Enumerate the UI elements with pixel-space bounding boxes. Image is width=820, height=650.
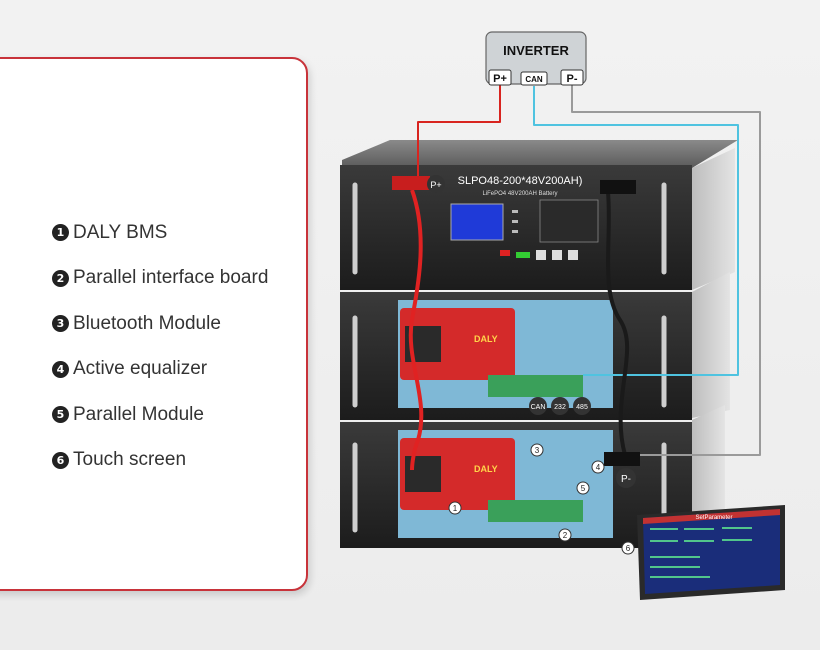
bms-brand-upper: DALY [474, 334, 498, 344]
callout-markers: 1 2 3 4 5 6 [448, 443, 635, 555]
port-232-label: 232 [554, 404, 566, 411]
legend-label: Touch screen [73, 449, 187, 471]
negative-terminal-lower [604, 452, 640, 466]
legend-item-active-equalizer: 4 Active equalizer [52, 347, 268, 393]
legend-label: Parallel interface board [73, 267, 269, 289]
battery-pos-link [408, 189, 424, 471]
cabinet-side [692, 272, 730, 418]
legend-item-daly-bms: 1 DALY BMS [52, 210, 268, 256]
front-ports [500, 250, 578, 260]
callout-5 [576, 481, 590, 495]
callout-1-label: 1 [453, 504, 458, 513]
handles [352, 182, 667, 533]
battery-neg-link [606, 191, 630, 456]
positive-cable [417, 84, 501, 178]
legend-list: 1 DALY BMS 2 Parallel interface board 3 … [52, 210, 268, 483]
legend-number: 4 [52, 360, 69, 378]
port-can-label: CAN [531, 404, 546, 411]
touch-screen: SetParameter [637, 505, 785, 600]
lcd-screen [450, 203, 504, 241]
parallel-board-upper [488, 375, 583, 397]
inverter-positive-terminal: P+ [493, 73, 507, 85]
callout-1 [448, 501, 462, 515]
callout-5-label: 5 [581, 484, 586, 493]
callout-4 [591, 460, 605, 474]
legend-item-parallel-interface-board: 2 Parallel interface board [52, 256, 268, 302]
callout-3 [530, 443, 544, 457]
negative-terminal-block [600, 180, 636, 194]
positive-terminal-label: P+ [430, 180, 441, 190]
info-plate [539, 199, 599, 243]
inverter-title: INVERTER [503, 43, 569, 58]
callout-3-label: 3 [535, 446, 540, 455]
callout-6-label: 6 [626, 544, 631, 553]
legend-label: Bluetooth Module [73, 312, 221, 334]
negative-terminal-label: P- [621, 474, 631, 485]
bms-board-lower: DALY [400, 438, 515, 510]
legend-card [0, 57, 308, 591]
legend-label: Active equalizer [73, 358, 208, 380]
parallel-board-lower [488, 500, 583, 522]
bms-brand-lower: DALY [474, 464, 498, 474]
inverter-negative-terminal: P- [567, 73, 578, 85]
legend-number: 6 [52, 451, 69, 469]
lcd-buttons [512, 210, 518, 233]
port-485-label: 485 [576, 404, 588, 411]
legend-item-bluetooth-module: 3 Bluetooth Module [52, 301, 268, 347]
inverter: INVERTER P+ CAN P- [485, 31, 587, 86]
battery-subtitle-label: LiFePO4 48V200AH Battery [482, 191, 557, 197]
positive-terminal-badge [427, 175, 445, 193]
port-badges: CAN 232 485 [529, 397, 591, 415]
positive-terminal-block [392, 176, 430, 190]
callout-2 [558, 528, 572, 542]
cabinet-top [342, 140, 738, 168]
legend-number: 1 [52, 224, 69, 242]
can-cable [533, 86, 739, 376]
legend-number: 3 [52, 315, 69, 333]
callout-6 [621, 541, 635, 555]
bms-board-upper: DALY [400, 308, 515, 380]
cables [408, 84, 761, 471]
legend-item-parallel-module: 5 Parallel Module [52, 392, 268, 438]
inverter-can-terminal: CAN [525, 75, 543, 84]
negative-terminal-badge [616, 468, 636, 488]
battery-model-label: SLPO48-200*48V200AH) [458, 175, 583, 187]
touch-screen-title: SetParameter [695, 515, 732, 521]
negative-cable [571, 84, 761, 456]
callout-2-label: 2 [563, 531, 568, 540]
legend-number: 5 [52, 406, 69, 424]
callout-4-label: 4 [596, 463, 601, 472]
cabinet-side [692, 148, 735, 290]
legend-label: Parallel Module [73, 403, 204, 425]
legend-number: 2 [52, 269, 69, 287]
legend-item-touch-screen: 6 Touch screen [52, 438, 268, 484]
legend-label: DALY BMS [73, 221, 168, 243]
